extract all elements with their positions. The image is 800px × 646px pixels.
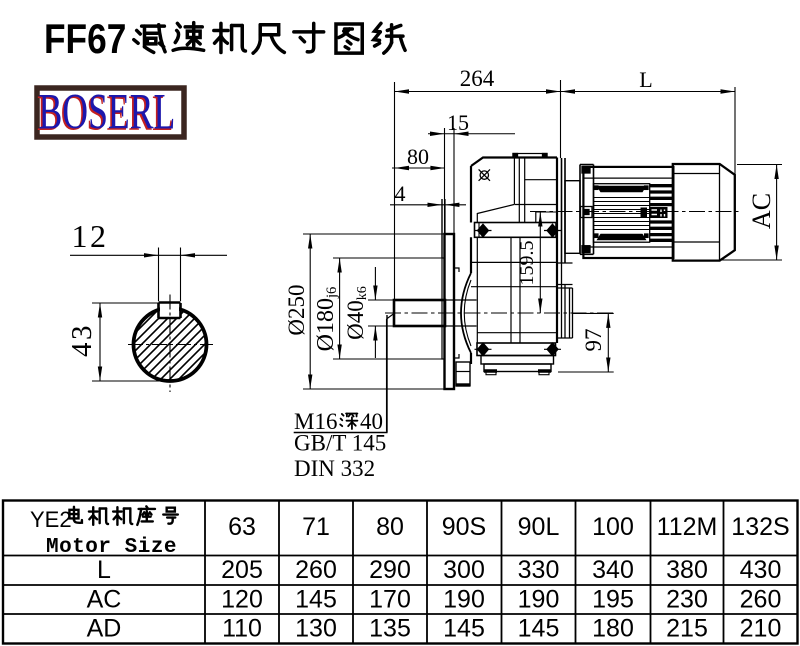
svg-text:130: 130 <box>295 615 337 643</box>
svg-text:264: 264 <box>460 66 495 91</box>
svg-text:GB/T 145: GB/T 145 <box>294 431 386 456</box>
svg-text:112M: 112M <box>657 513 718 541</box>
svg-text:80: 80 <box>407 144 429 169</box>
svg-text:260: 260 <box>740 586 782 614</box>
svg-text:12: 12 <box>72 218 109 254</box>
svg-text:DIN 332: DIN 332 <box>294 456 375 481</box>
svg-text:300: 300 <box>443 556 485 584</box>
svg-text:340: 340 <box>592 556 634 584</box>
svg-text:L: L <box>639 67 652 92</box>
svg-text:AC: AC <box>747 193 776 229</box>
svg-text:145: 145 <box>443 615 485 643</box>
svg-text:205: 205 <box>221 556 263 584</box>
svg-text:380: 380 <box>666 556 708 584</box>
svg-text:63: 63 <box>228 513 256 541</box>
svg-text:AC: AC <box>87 586 122 614</box>
svg-text:120: 120 <box>221 586 263 614</box>
svg-text:90S: 90S <box>442 513 486 541</box>
svg-text:330: 330 <box>518 556 560 584</box>
svg-text:Ø250: Ø250 <box>284 284 309 335</box>
svg-text:YE2: YE2 <box>30 507 72 532</box>
svg-text:71: 71 <box>302 513 330 541</box>
svg-text:170: 170 <box>369 586 411 614</box>
svg-text:430: 430 <box>740 556 782 584</box>
svg-text:180: 180 <box>592 615 634 643</box>
svg-text:145: 145 <box>518 615 560 643</box>
svg-text:AD: AD <box>87 615 122 643</box>
svg-text:132S: 132S <box>731 513 789 541</box>
svg-text:210: 210 <box>740 615 782 643</box>
svg-text:110: 110 <box>222 615 262 643</box>
svg-text:4: 4 <box>395 181 406 206</box>
svg-text:90L: 90L <box>518 513 560 541</box>
svg-text:43: 43 <box>66 323 98 357</box>
svg-text:260: 260 <box>295 556 337 584</box>
svg-text:159.5: 159.5 <box>516 241 538 286</box>
svg-text:215: 215 <box>666 615 708 643</box>
svg-text:195: 195 <box>592 586 634 614</box>
svg-text:FF67: FF67 <box>44 16 126 63</box>
svg-text:100: 100 <box>592 513 634 541</box>
svg-text:40: 40 <box>360 409 383 434</box>
svg-text:L: L <box>97 556 111 584</box>
svg-text:BOSERL: BOSERL <box>37 85 174 142</box>
svg-text:135: 135 <box>369 615 411 643</box>
svg-text:145: 145 <box>295 586 337 614</box>
svg-text:190: 190 <box>518 586 560 614</box>
svg-text:15: 15 <box>447 110 469 135</box>
svg-text:230: 230 <box>666 586 708 614</box>
svg-text:BOSERL: BOSERL <box>39 83 176 140</box>
svg-text:290: 290 <box>369 556 411 584</box>
svg-text:80: 80 <box>376 513 404 541</box>
svg-text:Motor Size: Motor Size <box>46 536 177 559</box>
svg-text:190: 190 <box>443 586 485 614</box>
svg-text:M16: M16 <box>294 409 337 434</box>
svg-text:97: 97 <box>581 329 606 352</box>
